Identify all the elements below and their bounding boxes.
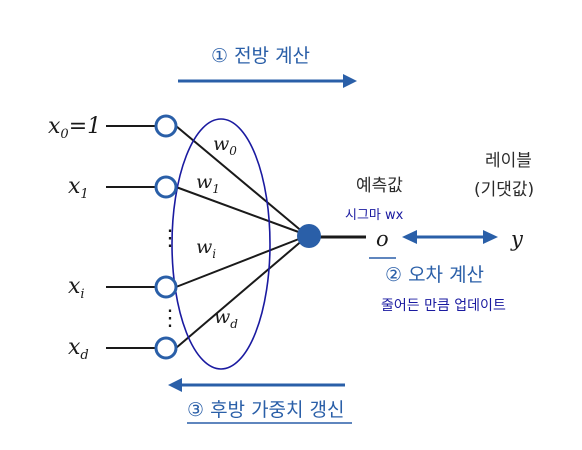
forward-arrow-head — [343, 74, 357, 88]
label-subtitle: (기댓값) — [474, 180, 534, 200]
weight-label-w0: w0 — [213, 133, 237, 158]
weight-label-wd: wd — [214, 306, 238, 331]
update-note: 줄어든 만큼 업데이트 — [381, 298, 506, 314]
forward-step-label: ① 전방 계산 — [211, 45, 310, 67]
ellipsis-dots-upper: ⋮ — [159, 226, 181, 251]
prediction-title: 예측값 — [356, 176, 403, 196]
weight-label-wi: wi — [196, 236, 216, 261]
input-label-x0: x0=1 — [48, 114, 101, 142]
output-o-label: o — [376, 227, 389, 251]
weight-connection-1 — [175, 186, 305, 235]
weight-connection-d — [175, 238, 305, 349]
error-arrow-right-head — [483, 230, 498, 244]
label-y: y — [510, 227, 524, 251]
input-node-0 — [154, 114, 178, 138]
error-step-label: ② 오차 계산 — [385, 264, 484, 286]
weight-connection-i — [175, 236, 305, 288]
label-title: 레이블 — [485, 151, 532, 171]
backward-arrow-head — [168, 378, 182, 392]
input-label-xd: xd — [68, 335, 89, 363]
weight-label-w1: w1 — [196, 171, 220, 196]
ellipsis-dots-lower: ⋮ — [159, 306, 181, 331]
input-node-1 — [154, 175, 178, 199]
input-node-i — [154, 275, 178, 299]
input-node-d — [154, 336, 178, 360]
neuron-node — [297, 224, 321, 248]
weights-ellipse — [171, 118, 271, 370]
input-label-x1: x1 — [68, 174, 89, 202]
sigma-wx-label: 시그마 wx — [345, 208, 404, 223]
weight-connection-0 — [175, 125, 305, 234]
error-arrow-left-head — [402, 230, 417, 244]
backward-step-label: ③ 후방 가중치 갱신 — [187, 399, 345, 421]
input-label-xi: xi — [68, 274, 85, 302]
